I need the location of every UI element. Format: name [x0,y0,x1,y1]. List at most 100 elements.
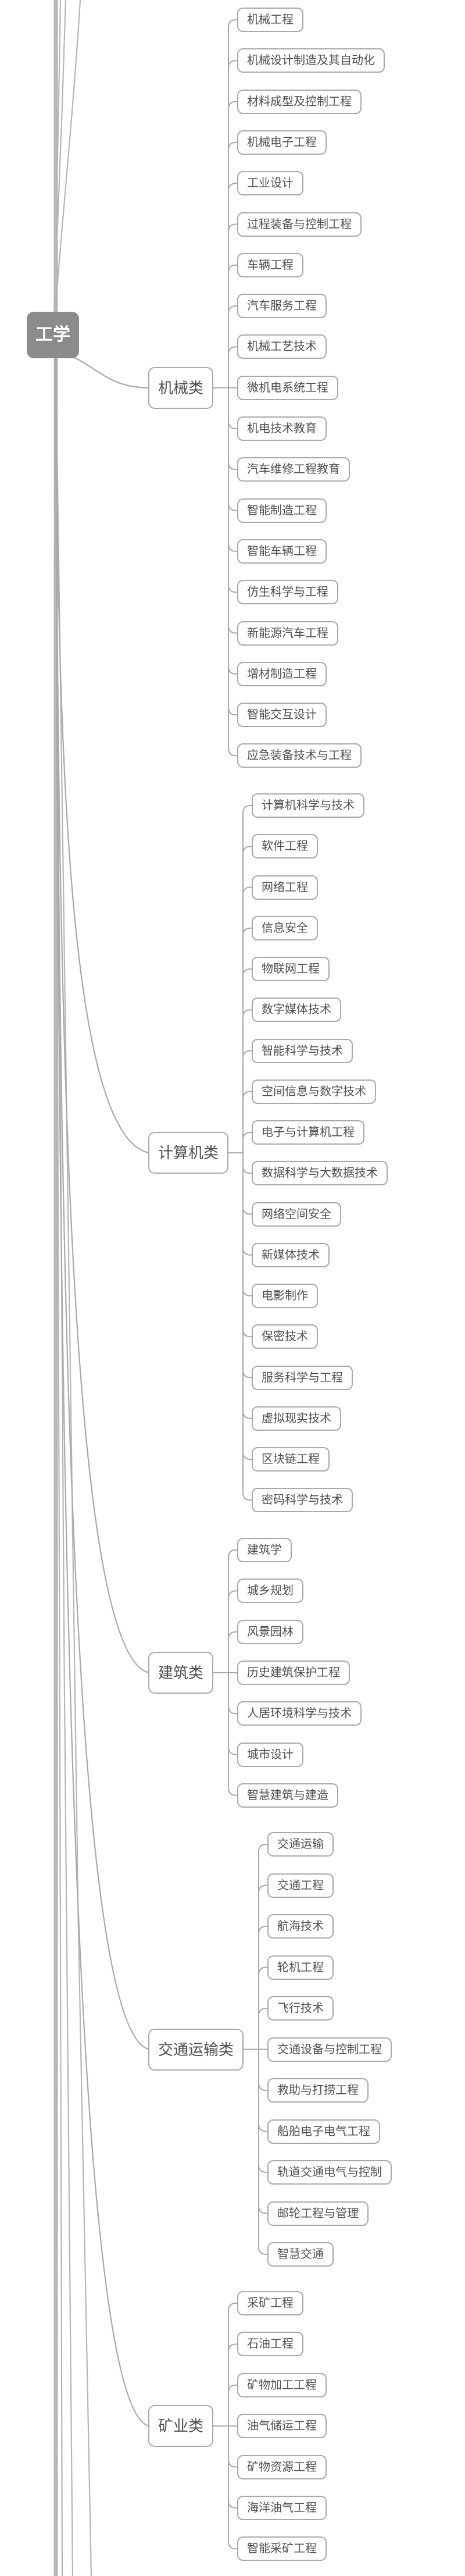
leaf-elbow-line [258,2082,269,2091]
leaf-elbow-line [242,1009,253,1018]
major-node[interactable]: 智能制造工程 [237,498,327,523]
major-node[interactable]: 智能交互设计 [237,703,327,728]
major-node[interactable]: 石油工程 [237,2332,303,2357]
category-node[interactable]: 交通运输类 [148,2028,244,2071]
major-node[interactable]: 机械设计制造及其自动化 [237,48,385,73]
major-node[interactable]: 机电技术教育 [237,416,327,441]
major-node[interactable]: 人居环境科学与技术 [237,1701,362,1726]
leaf-elbow-line [258,2123,269,2132]
leaf-elbow-line [242,1132,253,1141]
major-node[interactable]: 软件工程 [252,834,318,859]
leaf-elbow-line [228,503,238,511]
leaf-elbow-line [228,666,238,675]
major-node[interactable]: 矿物加工工程 [237,2372,327,2397]
fan-line-top [53,0,62,315]
major-node[interactable]: 救助与打捞工程 [267,2078,369,2103]
major-node[interactable]: 仿生科学与工程 [237,580,338,605]
major-node[interactable]: 邮轮工程与管理 [267,2201,369,2226]
major-node[interactable]: 城市设计 [237,1742,303,1767]
category-node[interactable]: 建筑类 [148,1651,214,1694]
root-category-edge [68,354,150,389]
major-node[interactable]: 物联网工程 [252,957,330,981]
major-node[interactable]: 虚拟现实技术 [252,1406,341,1431]
major-node[interactable]: 空间信息与数字技术 [252,1079,376,1104]
leaf-elbow-line [242,1050,253,1059]
major-node[interactable]: 机械工程 [237,8,303,32]
major-node[interactable]: 增材制造工程 [237,661,327,686]
major-node[interactable]: 历史建筑保护工程 [237,1660,350,1685]
major-node[interactable]: 交通运输 [267,1832,334,1857]
leaf-elbow-line [258,1926,269,1934]
major-node[interactable]: 汽车服务工程 [237,294,327,319]
major-node[interactable]: 电子与计算机工程 [252,1120,364,1145]
major-node[interactable]: 保密技术 [252,1324,318,1349]
major-node[interactable]: 智能科学与技术 [252,1038,353,1063]
major-node[interactable]: 航海技术 [267,1914,334,1939]
major-node[interactable]: 矿物资源工程 [237,2454,327,2479]
leaf-elbow-line [228,183,238,191]
leaf-elbow-line [258,2206,269,2214]
major-node[interactable]: 网络空间安全 [252,1202,341,1227]
leaf-elbow-line [228,1706,238,1715]
major-node[interactable]: 交通设备与控制工程 [267,2037,392,2062]
major-node[interactable]: 风景园林 [237,1619,303,1644]
leaf-elbow-line [242,1410,253,1419]
major-node[interactable]: 城乡规划 [237,1579,303,1604]
major-node[interactable]: 网络工程 [252,875,318,900]
major-node[interactable]: 智能采矿工程 [237,2536,327,2561]
leaf-elbow-line [242,886,253,895]
major-node[interactable]: 服务科学与工程 [252,1365,353,1390]
major-node[interactable]: 机械工艺技术 [237,334,327,359]
major-node[interactable]: 建筑学 [237,1538,292,1562]
leaf-elbow-line [242,927,253,936]
major-node[interactable]: 密码科学与技术 [252,1488,353,1513]
leaf-elbow-line [228,625,238,634]
major-node[interactable]: 车辆工程 [237,252,303,277]
leaf-elbow-line [228,346,238,355]
major-node[interactable]: 海洋油气工程 [237,2496,327,2520]
major-node[interactable]: 应急装备技术与工程 [237,743,362,768]
major-node[interactable]: 数字媒体技术 [252,997,341,1022]
leaf-elbow-line [228,2343,238,2352]
major-node[interactable]: 轨道交通电气与控制 [267,2160,392,2185]
root-category-edge [55,357,150,1673]
leaf-elbow-line [228,264,238,273]
leaf-elbow-line [228,19,238,28]
major-node[interactable]: 飞行技术 [267,1996,334,2021]
major-node[interactable]: 轮机工程 [267,1955,334,1980]
leaf-elbow-line [242,1329,253,1338]
major-node[interactable]: 汽车维修工程教育 [237,457,350,482]
major-node[interactable]: 机械电子工程 [237,130,327,155]
major-node[interactable]: 交通工程 [267,1873,334,1898]
major-node[interactable]: 工业设计 [237,171,303,196]
major-node[interactable]: 电影制作 [252,1284,318,1308]
leaf-elbow-line [228,2500,238,2509]
major-node[interactable]: 采矿工程 [237,2291,303,2315]
major-node[interactable]: 智能车辆工程 [237,539,327,564]
major-node[interactable]: 船舶电子电气工程 [267,2119,380,2144]
major-node[interactable]: 油气储运工程 [237,2414,327,2439]
category-node[interactable]: 计算机类 [148,1132,229,1174]
major-node[interactable]: 微机电系统工程 [237,375,338,400]
major-node[interactable]: 区块链工程 [252,1447,330,1472]
major-node[interactable]: 过程装备与控制工程 [237,212,362,237]
major-node[interactable]: 信息安全 [252,915,318,940]
leaf-elbow-line [242,1091,253,1099]
major-node[interactable]: 材料成型及控制工程 [237,89,362,114]
major-node[interactable]: 计算机科学与技术 [252,793,364,818]
major-node[interactable]: 新媒体技术 [252,1242,330,1267]
leaf-elbow-line [258,2164,269,2173]
leaf-elbow-line [228,1787,238,1796]
major-node[interactable]: 新能源汽车工程 [237,621,338,646]
fan-line-top [53,0,67,318]
root-node[interactable]: 工学 [27,312,79,358]
root-category-edge [55,357,150,1154]
category-node[interactable]: 矿业类 [148,2405,214,2447]
category-node[interactable]: 机械类 [148,366,214,409]
major-node[interactable]: 智慧交通 [267,2242,334,2267]
leaf-elbow-line [258,1844,269,1852]
major-node[interactable]: 智慧建筑与建造 [237,1783,338,1808]
leaf-elbow-line [258,2246,269,2255]
major-node[interactable]: 数据科学与大数据技术 [252,1161,388,1186]
